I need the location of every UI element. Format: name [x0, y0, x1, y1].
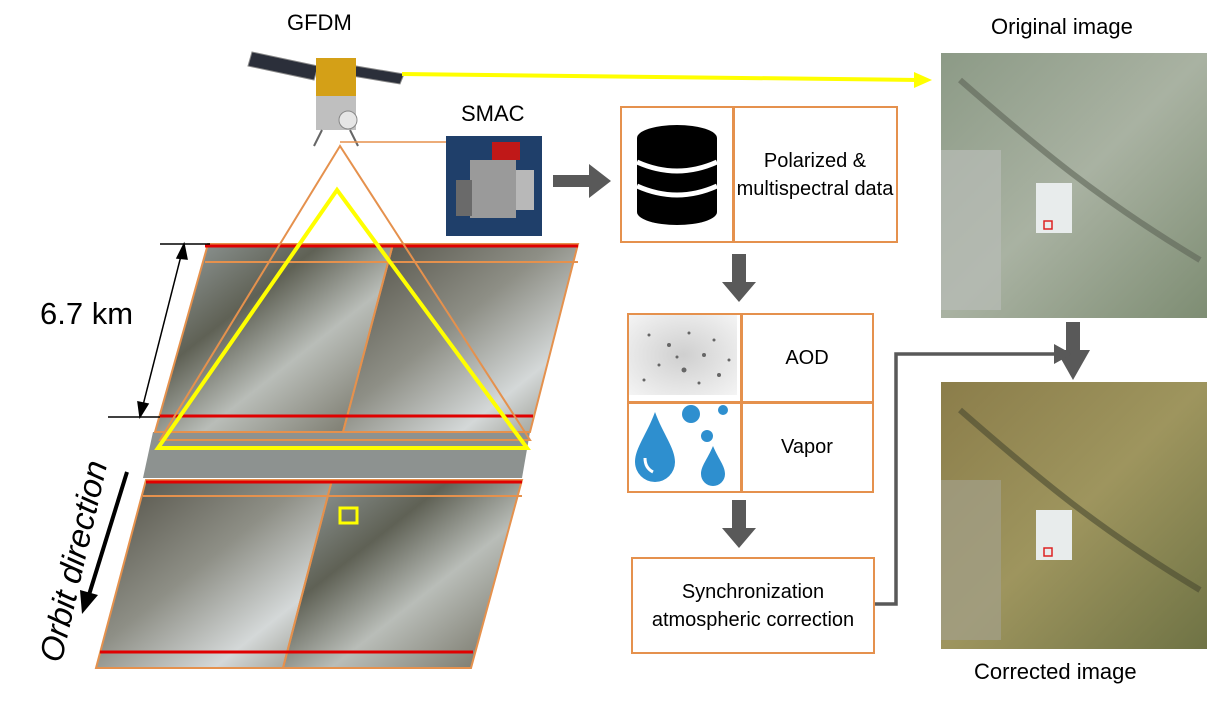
corrected-image [941, 382, 1207, 649]
smac-instrument-icon [446, 136, 542, 236]
swath-height-label: 6.7 km [40, 296, 134, 331]
downlink-arrow [401, 72, 932, 88]
scene-tile-top-left [155, 244, 393, 432]
vapor-label: Vapor [781, 436, 833, 458]
satellite-icon [247, 51, 405, 147]
atmosphere-parameters-box: AOD Vapor [627, 313, 874, 493]
swath-dimension [108, 241, 210, 420]
field-of-view [154, 141, 532, 450]
original-image [941, 53, 1207, 318]
scene-tile-bottom-right [283, 480, 522, 668]
original-image-label: Original image [991, 14, 1133, 39]
scene-tile-bottom-left [96, 480, 332, 668]
orbit-direction-arrow [80, 471, 129, 614]
water-drops-icon [629, 404, 740, 490]
correction-box: Synchronization atmospheric correction [631, 557, 875, 654]
satellite-label: GFDM [287, 10, 352, 35]
instrument-label: SMAC [461, 101, 525, 126]
scene-tile-middle [143, 432, 530, 478]
scene-edges [100, 244, 578, 654]
database-icon [622, 108, 732, 241]
aerosol-texture-icon [629, 315, 740, 401]
correction-output-arrow [873, 344, 1072, 606]
corrected-image-label: Corrected image [974, 659, 1137, 684]
scene-tile-top-right [343, 244, 578, 432]
target-area-marker [338, 506, 359, 525]
data-box-label: Polarized & multispectral data [736, 149, 894, 200]
data-box: Polarized & multispectral data [620, 106, 898, 243]
aod-label: AOD [785, 347, 829, 369]
correction-box-label: Synchronization atmospheric correction [651, 580, 855, 631]
